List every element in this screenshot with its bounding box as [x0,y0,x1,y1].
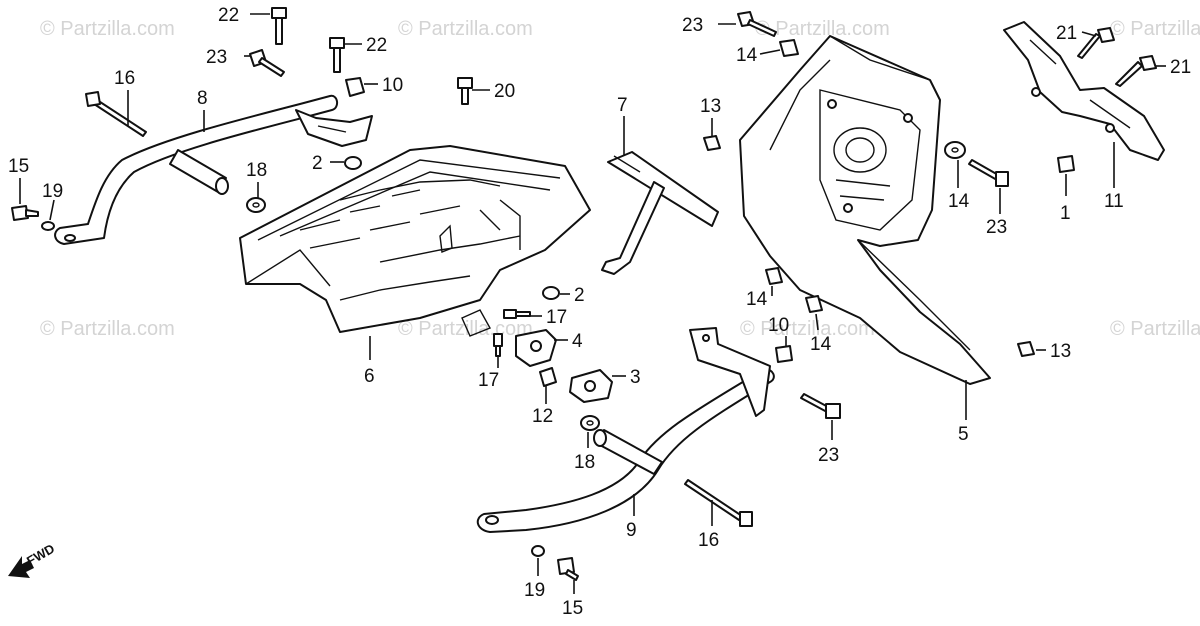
watermark: © Partzilla.com [398,18,533,40]
washer-14-right [944,141,966,159]
callout-7: 7 [617,95,628,116]
nut-14-mid [765,267,783,285]
callouts: 22 23 22 10 20 16 8 15 19 18 2 6 2 17 4 … [8,5,1191,619]
callout-3: 3 [630,367,641,388]
bolt-15-left [11,205,39,221]
bolt-23-top-left [249,49,285,77]
callout-13: 13 [1050,341,1071,362]
callout-8: 8 [197,88,208,109]
callout-20: 20 [494,81,515,102]
bolt-17-a [503,309,531,319]
bolt-23-lower [800,393,841,419]
nut-13-upper [703,135,721,151]
fwd-arrow-icon: FWD [8,541,57,578]
nut-2-upper [344,156,362,170]
part-8-stay [54,94,373,245]
watermark: © Partzilla.com [740,318,875,340]
washer-18-lower [580,415,600,431]
bolt-20 [457,77,473,105]
bolt-23-upper-right [737,11,777,37]
bolt-17-b [493,333,503,357]
callout-10: 10 [768,315,789,336]
nut-2-lower [542,286,560,300]
bolt-21-right [1115,55,1157,87]
watermark: © Partzilla.com [40,18,175,40]
bolt-22-top [271,7,287,45]
part-11-bracket [1003,21,1165,161]
callout-2: 2 [574,285,585,306]
leader-lines [19,13,1166,594]
washer-19-left [41,221,55,231]
callout-15: 15 [8,156,29,177]
callout-15: 15 [562,598,583,619]
callout-5: 5 [958,424,969,445]
callout-13: 13 [700,96,721,117]
bolt-21-top [1077,27,1115,59]
callout-17: 17 [546,307,567,328]
part-4-clamp [515,329,557,367]
nut-14-top [779,39,799,57]
callout-18: 18 [246,160,267,181]
callout-17: 17 [478,370,499,391]
callout-14: 14 [746,289,768,310]
callout-9: 9 [626,520,637,541]
callout-6: 6 [364,366,375,387]
nut-14-lower [805,295,823,313]
bolt-16-lower [684,479,753,527]
part-5-fender [739,35,991,385]
bolt-22-mid [329,37,345,73]
callout-23: 23 [682,15,703,36]
washer-18-upper [246,197,266,213]
callout-14: 14 [948,191,970,212]
callout-10: 10 [382,75,403,96]
callout-2: 2 [312,153,323,174]
callout-19: 19 [524,580,545,601]
part-7-bracket [601,151,719,275]
part-6-tray [239,145,591,337]
callout-21: 21 [1170,57,1191,78]
callout-19: 19 [42,181,63,202]
callout-22: 22 [218,5,239,26]
callout-21: 21 [1056,23,1077,44]
callout-23: 23 [818,445,839,466]
fwd-label: FWD [24,541,57,569]
callout-16: 16 [698,530,719,551]
callout-4: 4 [572,331,583,352]
callout-23: 23 [986,217,1007,238]
watermark: © Partzilla.com [40,318,175,340]
callout-22: 22 [366,35,387,56]
callout-14: 14 [810,334,832,355]
callout-16: 16 [114,68,135,89]
watermark: © Partzilla.com [755,18,890,40]
bolt-23-right [968,159,1009,187]
part-9-stay [476,327,775,533]
watermark: © Partzilla.com [1110,18,1200,40]
callout-23: 23 [206,47,227,68]
washer-19-lower [531,545,545,557]
nut-10-upper [345,77,365,97]
callout-18: 18 [574,452,595,473]
bolt-15-lower [557,557,579,581]
nut-1 [1057,155,1075,173]
part-3-clamp [569,369,613,403]
callout-12: 12 [532,406,553,427]
nut-13-lower [1017,341,1035,357]
bolt-16-upper [85,91,147,137]
nut-10-lower [775,345,793,363]
watermark: © Partzilla.com [1110,318,1200,340]
callout-11: 11 [1104,191,1124,212]
bolt-12 [539,367,557,387]
callout-14: 14 [736,45,758,66]
callout-1: 1 [1060,203,1071,224]
